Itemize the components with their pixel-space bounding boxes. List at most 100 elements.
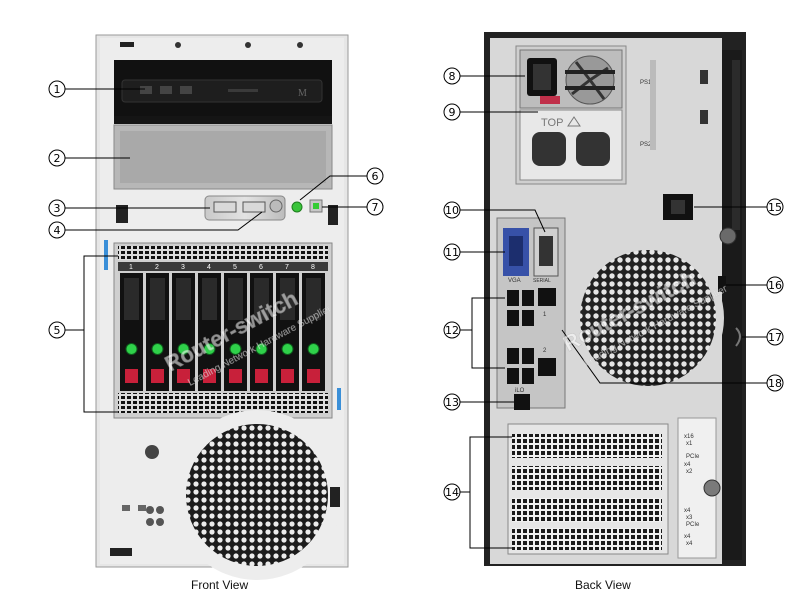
drive-carrier-latch [228,278,243,320]
callout-marker: 13 [443,393,461,411]
rear-fan-grille [576,246,720,390]
callout-number: 11 [445,246,459,259]
nic-port-2-label: 2 [543,348,547,354]
callout-leader-line [471,330,505,369]
nic-port-2 [538,358,556,376]
drive-status-led [125,343,138,355]
drive-release-button [177,369,190,383]
drive-carrier-latch [150,278,165,320]
pcie-slot-3-lane-b: x3 [686,515,693,521]
drive-bay [224,273,247,391]
callout-marker: 3 [48,199,66,217]
callout-circle [366,198,384,216]
callout-number: 5 [54,324,61,337]
drive-release-button [307,369,320,383]
rear-vent [650,60,656,150]
front-foot-slot [110,548,132,556]
bay-numbers: 1 2 3 4 5 6 7 8 [129,264,315,271]
bay-number: 1 [129,264,133,271]
callout-leader-line [460,209,546,233]
callout-number: 10 [445,204,459,217]
callout-marker: 8 [443,67,461,85]
optical-drive-bottom [114,116,332,124]
back-view-device: PS1 TOP PS2 VGA SERIAL [484,32,746,566]
drive-status-led [255,343,268,355]
front-hole [156,506,164,514]
psu-bay: PS1 TOP PS2 [515,45,652,185]
top-hole [297,42,303,48]
pcie-slot-4-lane-b: x4 [686,541,693,547]
callout-leader-line [460,297,505,331]
drive-status-led [281,343,294,355]
pcie-slot-cover-4 [512,528,662,550]
power-button [291,201,303,213]
drive-icon [180,86,192,94]
callout-circle [443,393,461,411]
drive-cage: 1 2 3 4 5 6 7 8 [113,242,333,419]
callout-circle [48,321,66,339]
drive-bay [198,273,221,391]
drive-icon [140,86,152,94]
serial-connector [539,236,553,266]
callout-circle [766,198,784,216]
callout-number: 17 [768,331,782,344]
callout-circle [443,243,461,261]
rear-slot [700,70,708,84]
callout-circle [48,221,66,239]
rear-usb-port [507,368,519,384]
top-hole [175,42,181,48]
callout-number: 7 [372,201,379,214]
front-io-panel [204,195,323,221]
vga-connector [509,236,523,266]
callout-number: 16 [768,279,782,292]
pcie-slot-1-lane-b: x1 [686,441,693,447]
pcie-slot-1-lane-a: x16 [684,434,694,440]
security-latch-handle [671,200,685,214]
callout-marker: 5 [48,321,66,339]
callout-number: 13 [445,396,459,409]
pcie-slot-cover-3 [512,498,662,522]
psu-top-label: TOP [541,117,563,129]
front-fan-grille [179,417,335,573]
drive-eject-slot [228,89,258,92]
drive-bay [146,273,169,391]
padlock-eye [718,276,726,292]
uid-button [269,199,283,213]
callout-number: 12 [445,324,459,337]
callout-circle [366,167,384,185]
callout-circle [48,80,66,98]
drive-release-button [281,369,294,383]
drive-carrier-latch [254,278,269,320]
drive-icon [160,86,172,94]
blue-touchpoint [104,240,108,270]
bay-number: 3 [181,264,185,271]
callout-circle [766,328,784,346]
callout-marker: 9 [443,103,461,121]
rear-usb-port [522,290,534,306]
top-arrow-icon [567,116,581,127]
front-hole [146,518,154,526]
thumbscrew [719,227,737,245]
psu-blank-hole [576,132,610,166]
callout-leader-line [460,436,512,493]
nic-port-1-label: 1 [543,312,547,318]
callout-marker: 14 [443,483,461,501]
front-screw [145,445,159,459]
callout-number: 8 [449,70,456,83]
callout-number: 6 [372,170,379,183]
pcie-slot-cover-2 [512,466,662,490]
drive-release-button [203,369,216,383]
psu-blank-hole [532,132,566,166]
drive-status-led [203,343,216,355]
top-hole [245,42,251,48]
front-view-caption: Front View [191,578,249,592]
drive-status-led [151,343,164,355]
callout-circle [766,276,784,294]
drive-bay [172,273,195,391]
callout-number: 4 [54,224,61,237]
drive-status-led [229,343,242,355]
drive-bay [120,273,143,391]
